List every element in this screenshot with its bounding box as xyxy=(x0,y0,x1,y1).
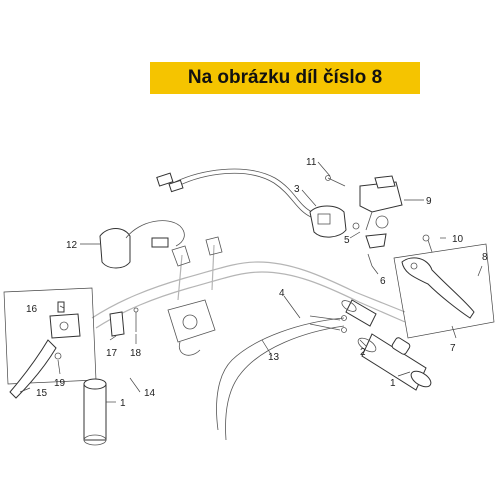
callout-1-left: 1 xyxy=(120,398,126,409)
nut-19 xyxy=(54,352,62,360)
callout-1-right: 1 xyxy=(390,378,396,389)
left-switch-assembly xyxy=(99,220,185,269)
grip-left xyxy=(83,378,107,446)
part-number-banner: Na obrázku díl číslo 8 xyxy=(150,62,420,94)
callout-6: 6 xyxy=(380,276,386,287)
callout-14: 14 xyxy=(144,388,156,399)
callout-16: 16 xyxy=(26,304,38,315)
throttle-sleeve xyxy=(341,299,377,327)
callout-12: 12 xyxy=(66,240,78,251)
lever-group-frame-8 xyxy=(393,243,495,339)
handlebar-clamp xyxy=(167,236,223,356)
callout-13: 13 xyxy=(268,352,280,363)
callout-11: 11 xyxy=(306,157,317,168)
callout-18: 18 xyxy=(130,348,142,359)
callout-19: 19 xyxy=(54,378,66,389)
clutch-lever-left xyxy=(9,313,81,399)
clamp-17 xyxy=(109,311,125,337)
leader-lines xyxy=(19,161,483,403)
callout-2: 2 xyxy=(360,347,366,358)
screw-11 xyxy=(325,175,346,187)
wiring-harness-right xyxy=(156,168,313,218)
callout-15: 15 xyxy=(36,388,48,399)
brake-master-cylinder xyxy=(359,175,403,231)
callout-5: 5 xyxy=(344,235,350,246)
callout-8: 8 xyxy=(482,252,488,263)
callout-9: 9 xyxy=(426,196,432,207)
callout-4: 4 xyxy=(279,288,285,299)
handlebar xyxy=(91,244,406,329)
throttle-cables xyxy=(216,315,347,441)
banner-text: Na obrázku díl číslo 8 xyxy=(187,67,383,88)
right-switch-assembly xyxy=(309,205,347,238)
screw-16 xyxy=(57,301,65,313)
screw-18 xyxy=(133,307,139,332)
callout-10: 10 xyxy=(452,234,464,245)
left-lever-frame-14 xyxy=(3,287,97,385)
grip-right xyxy=(357,333,432,391)
clamp-6 xyxy=(352,222,387,267)
callout-3: 3 xyxy=(294,184,300,195)
callout-7: 7 xyxy=(450,343,456,354)
callout-17: 17 xyxy=(106,348,118,359)
brake-lever-right xyxy=(401,234,475,319)
